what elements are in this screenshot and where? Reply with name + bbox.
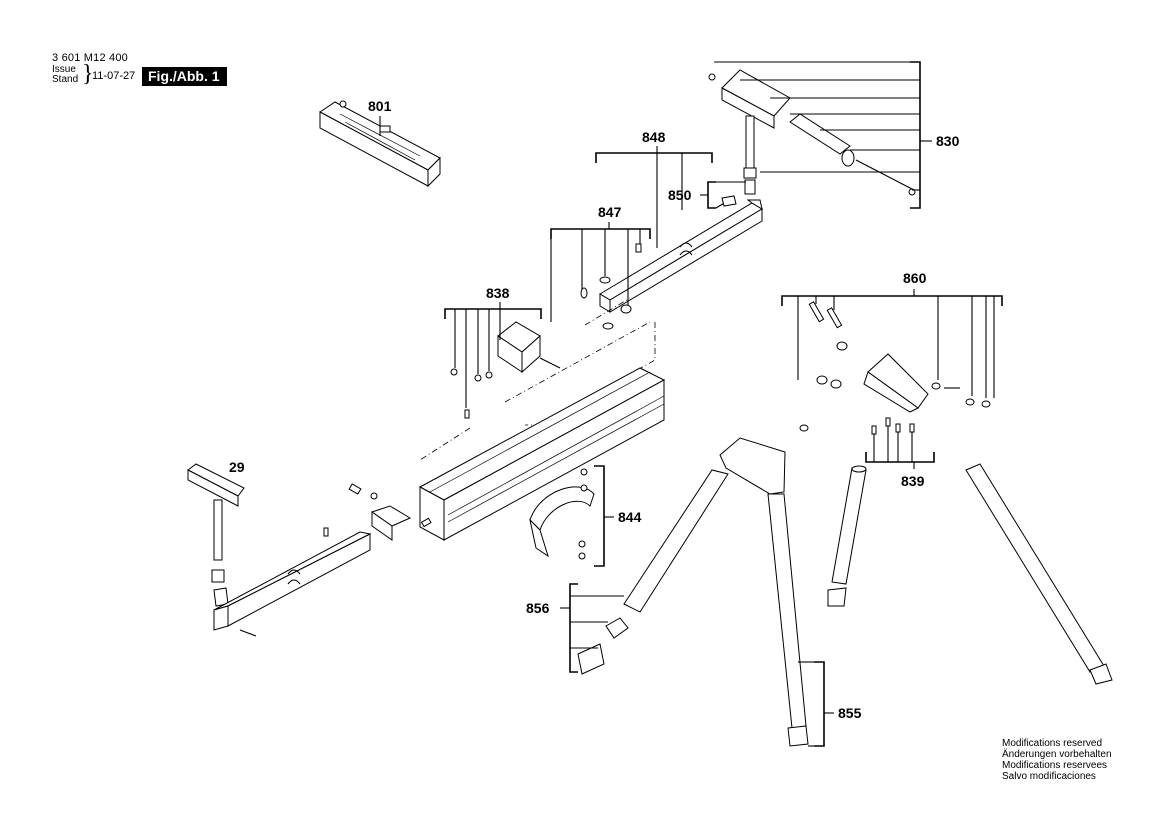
part-830-label: 830 [936, 133, 960, 149]
part-850-bracket [700, 181, 746, 209]
part-848-drawing [599, 199, 763, 313]
part-844-drawing [529, 468, 595, 560]
part-801-drawing [319, 100, 441, 188]
issue-label: Issue [52, 64, 76, 75]
issue-date: 11-07-27 [92, 70, 136, 82]
part-850-label: 850 [668, 187, 692, 203]
part-839-bracket [865, 417, 935, 469]
part-830-bracket [714, 61, 932, 209]
part-801-label: 801 [368, 98, 392, 114]
note-de: Änderungen vorbehalten [1002, 749, 1112, 760]
part-856-bracket [560, 583, 624, 673]
part-860-label: 860 [903, 270, 927, 286]
part-860-drawing [799, 301, 991, 432]
note-en: Modifications reserved [1002, 738, 1103, 749]
part-29-label: 29 [229, 459, 245, 475]
part-856-label: 856 [526, 600, 550, 616]
stand-label: Stand [52, 74, 79, 85]
note-es: Salvo modificaciones [1002, 771, 1096, 782]
part-855-label: 855 [838, 705, 862, 721]
part-860-bracket [781, 289, 1003, 398]
issue-brace: } [82, 61, 94, 87]
note-fr: Modifications reservees [1002, 760, 1108, 771]
main-rail-drawing [348, 367, 666, 541]
part-838-label: 838 [486, 285, 510, 301]
modification-notes: Modifications reserved Änderungen vorbeh… [1002, 738, 1112, 782]
part-848-label: 848 [642, 129, 666, 145]
part-855-bracket [798, 661, 834, 747]
part-838-drawing [450, 321, 561, 419]
part-838-bracket [444, 302, 542, 408]
part-847-label: 847 [598, 204, 622, 220]
figure-label: Fig./Abb. 1 [142, 67, 227, 86]
issue-stand-labels: Issue Stand [52, 65, 78, 85]
part-839-label: 839 [901, 473, 925, 489]
part-848-bracket [595, 146, 713, 248]
part-847-bracket [550, 222, 651, 330]
leg-drawing [577, 437, 1113, 747]
part-29-drawing [187, 463, 372, 637]
part-844-label: 844 [618, 509, 642, 525]
document-number: 3 601 M12 400 [52, 52, 128, 64]
part-830-drawing [708, 69, 916, 196]
part-844-bracket [594, 465, 614, 567]
